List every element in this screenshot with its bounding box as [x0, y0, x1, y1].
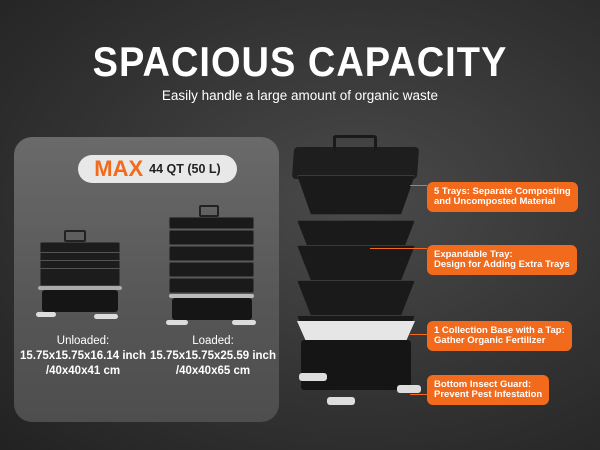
unloaded-label: Unloaded: [56, 335, 110, 347]
loaded-dimensions: Loaded: 15.75x15.75x25.59 inch /40x40x65… [147, 334, 279, 379]
callout-base-line2: Gather Organic Fertilizer [434, 335, 546, 346]
callout-expandable-line1: Expandable Tray: [434, 249, 513, 260]
max-label: MAX [94, 156, 144, 181]
page-subtitle: Easily handle a large amount of organic … [161, 88, 439, 103]
page-title: SPACIOUS CAPACITY [92, 39, 508, 87]
loaded-label: Loaded: [192, 335, 234, 347]
callout-trays: 5 Trays: Separate Composting and Uncompo… [427, 182, 578, 212]
callout-base-line1: 1 Collection Base with a Tap: [434, 325, 565, 336]
callout-guard-line1: Bottom Insect Guard: [434, 379, 532, 390]
lid [291, 147, 420, 179]
unloaded-cm: /40x40x41 cm [45, 365, 121, 377]
callout-guard-line2: Prevent Pest Infestation [434, 389, 543, 400]
unloaded-bin-image [34, 228, 124, 323]
callout-trays-line1: 5 Trays: Separate Composting [434, 186, 571, 197]
callout-base: 1 Collection Base with a Tap: Gather Org… [427, 321, 572, 351]
callout-trays-line2: and Uncomposted Material [434, 196, 556, 207]
unloaded-dimensions: Unloaded: 15.75x15.75x16.14 inch /40x40x… [18, 334, 148, 379]
loaded-cm: /40x40x65 cm [175, 365, 251, 377]
loaded-bin-image [164, 205, 259, 330]
loaded-inch: 15.75x15.75x25.59 inch [150, 350, 276, 362]
lid-handle [333, 135, 377, 151]
exploded-bin-image [285, 135, 425, 435]
capacity-badge: MAX 44 QT (50 L) [78, 155, 237, 183]
callout-expandable-line2: Design for Adding Extra Trays [434, 259, 570, 270]
callout-expandable: Expandable Tray: Design for Adding Extra… [427, 245, 577, 275]
callout-insect-guard: Bottom Insect Guard: Prevent Pest Infest… [427, 375, 550, 405]
unloaded-inch: 15.75x15.75x16.14 inch [20, 350, 146, 362]
capacity-value: 44 QT (50 L) [149, 162, 221, 176]
